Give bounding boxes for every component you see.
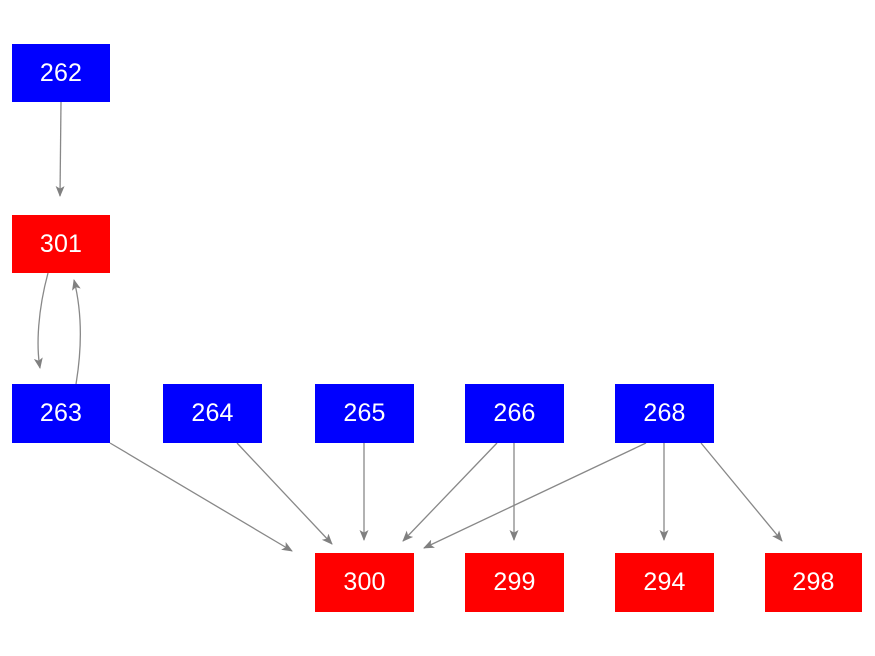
graph-edge-268-to-300 [423, 442, 647, 549]
graph-node-268[interactable]: 268 [615, 384, 714, 443]
edge-group [33, 101, 783, 552]
graph-node-label: 301 [39, 229, 83, 258]
graph-node-265[interactable]: 265 [315, 384, 414, 443]
graph-edge-263-to-301 [72, 279, 81, 385]
graph-node-263[interactable]: 263 [12, 384, 110, 443]
graph-node-label: 262 [39, 58, 83, 87]
graph-edge-263-to-300 [109, 442, 293, 552]
graph-node-label: 265 [343, 399, 386, 427]
graph-node-262[interactable]: 262 [12, 44, 110, 102]
graph-node-264[interactable]: 264 [163, 384, 262, 443]
graph-node-label: 264 [191, 399, 234, 427]
graph-node-label: 263 [39, 399, 83, 427]
graph-node-label: 266 [493, 399, 536, 427]
graph-edge-268-to-298 [700, 442, 783, 542]
graph-edge-262-to-301 [55, 101, 65, 197]
graph-node-298[interactable]: 298 [765, 553, 862, 612]
graph-node-299[interactable]: 299 [465, 553, 564, 612]
graph-node-label: 298 [792, 568, 835, 596]
graph-node-label: 268 [643, 399, 686, 427]
graph-node-label: 299 [493, 568, 536, 596]
graph-edge-266-to-300 [402, 442, 498, 542]
graph-node-266[interactable]: 266 [465, 384, 564, 443]
graph-node-294[interactable]: 294 [615, 553, 714, 612]
graph-edge-301-to-263 [33, 272, 49, 369]
graph-edge-264-to-300 [236, 442, 333, 545]
graph-node-300[interactable]: 300 [315, 553, 414, 612]
graph-node-301[interactable]: 301 [12, 215, 110, 273]
graph-node-label: 294 [643, 568, 686, 596]
graph-node-label: 300 [343, 568, 386, 596]
